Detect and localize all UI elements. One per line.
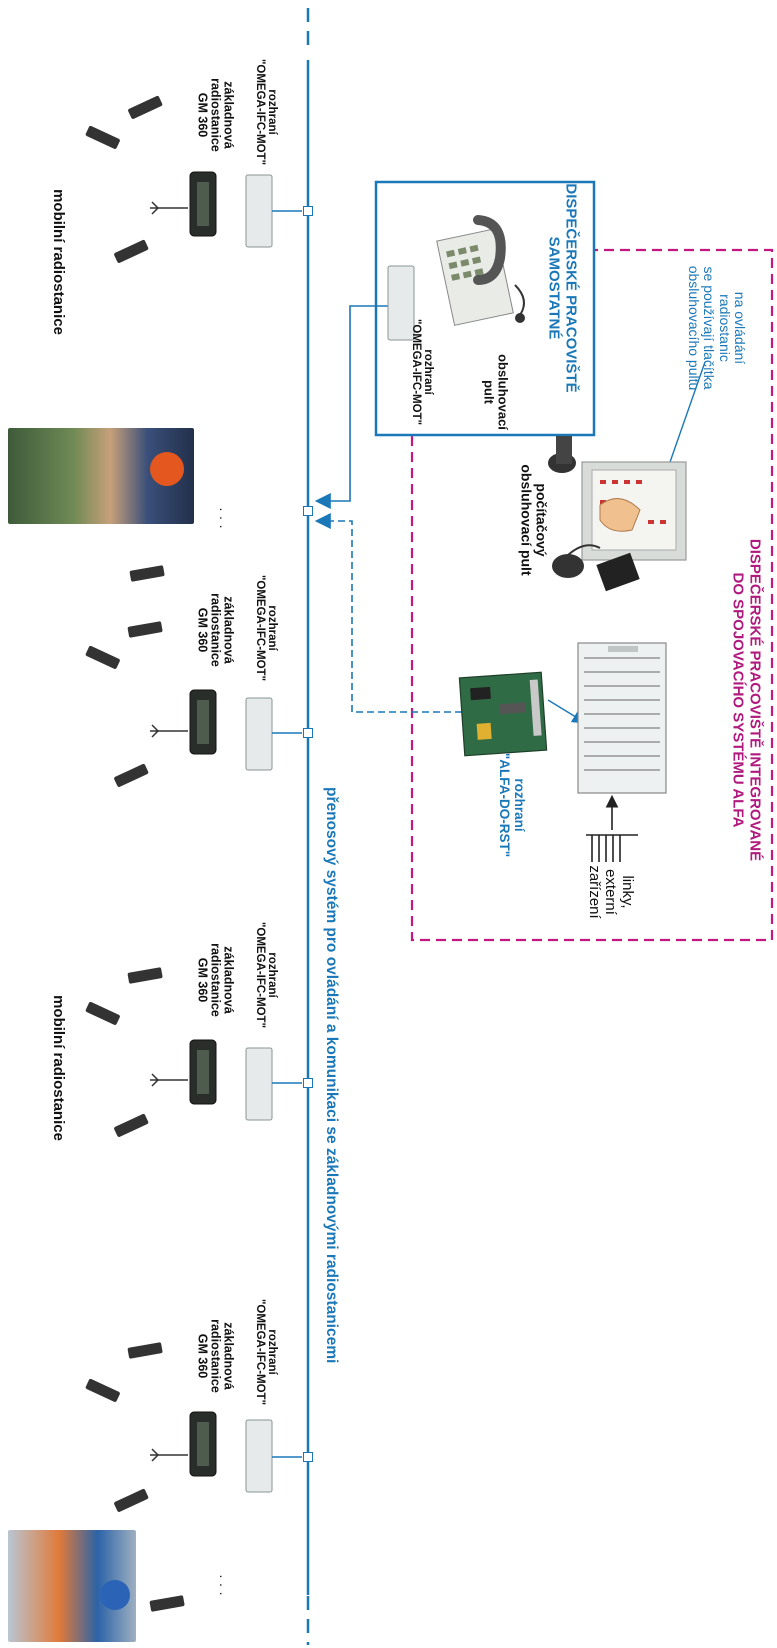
base-station-stack-1 [150, 171, 302, 248]
bus-node [303, 1078, 313, 1088]
bus-node [303, 1452, 313, 1462]
mobile-radios-label: mobilní radiostanice [49, 995, 67, 1141]
alfa-interface-label: rozhraní "ALFA-DO-RST" [497, 752, 527, 858]
standalone-console-label: obsluhovací pult [482, 354, 511, 430]
continuation-ellipsis: · · · [214, 507, 230, 529]
handheld-radio-icons [85, 95, 185, 1612]
base-station-stack-3 [150, 1039, 302, 1121]
alfa-to-bus-line [314, 513, 462, 713]
base-station-interface-label: rozhraní "OMEGA-IFC-MOT" [254, 58, 279, 166]
standalone-interface-box [387, 265, 415, 341]
external-lines-icon [586, 794, 638, 862]
worker-photo-forest [8, 428, 194, 524]
integrated-station-frame [410, 248, 774, 942]
base-station-interface-label: rozhraní "OMEGA-IFC-MOT" [254, 921, 279, 1029]
standalone-interface-label: rozhraní "OMEGA-IFC-MOT" [410, 318, 435, 426]
alfa-interface-board [458, 671, 548, 757]
bus-node [303, 728, 313, 738]
standalone-console-device [436, 215, 525, 326]
bus-node [303, 206, 313, 216]
pc-console-monitor [548, 436, 687, 592]
base-station-radio-label: základnová radiostanice GM 360 [195, 1319, 236, 1393]
helmet-icon [150, 452, 184, 486]
base-station-radio-label: základnová radiostanice GM 360 [195, 943, 236, 1017]
alfa-exchange-rack [577, 642, 667, 794]
bus-node [303, 506, 313, 516]
pc-console-label: počítačový obsluhovací pult [519, 464, 550, 576]
helmet-icon [100, 1580, 130, 1610]
integrated-station-note: na ovládání radiostanic se používají tla… [685, 265, 748, 391]
worker-photo-industrial [8, 1530, 136, 1642]
standalone-to-bus-line [314, 305, 400, 509]
standalone-station-title: DISPEČERSKÉ PRACOVIŠTĚ SAMOSTATNÉ [545, 183, 580, 393]
mobile-radios-label: mobilní radiostanice [49, 189, 67, 335]
base-station-interface-label: rozhraní "OMEGA-IFC-MOT" [254, 1298, 279, 1406]
base-station-interface-label: rozhraní "OMEGA-IFC-MOT" [254, 574, 279, 682]
base-station-stack-2 [150, 689, 302, 771]
continuation-ellipsis: · · · [214, 1574, 230, 1596]
base-station-radio-label: základnová radiostanice GM 360 [195, 78, 236, 152]
base-station-stack-4 [150, 1411, 302, 1493]
transmission-system-label: přenosový systém pro ovládání a komunika… [323, 787, 340, 1364]
integrated-station-title: DISPEČERSKÉ PRACOVIŠTĚ INTEGROVANÉ DO SP… [729, 538, 764, 862]
external-lines-label: linky, externí zařízení [585, 865, 636, 919]
base-station-radio-label: základnová radiostanice GM 360 [195, 593, 236, 667]
